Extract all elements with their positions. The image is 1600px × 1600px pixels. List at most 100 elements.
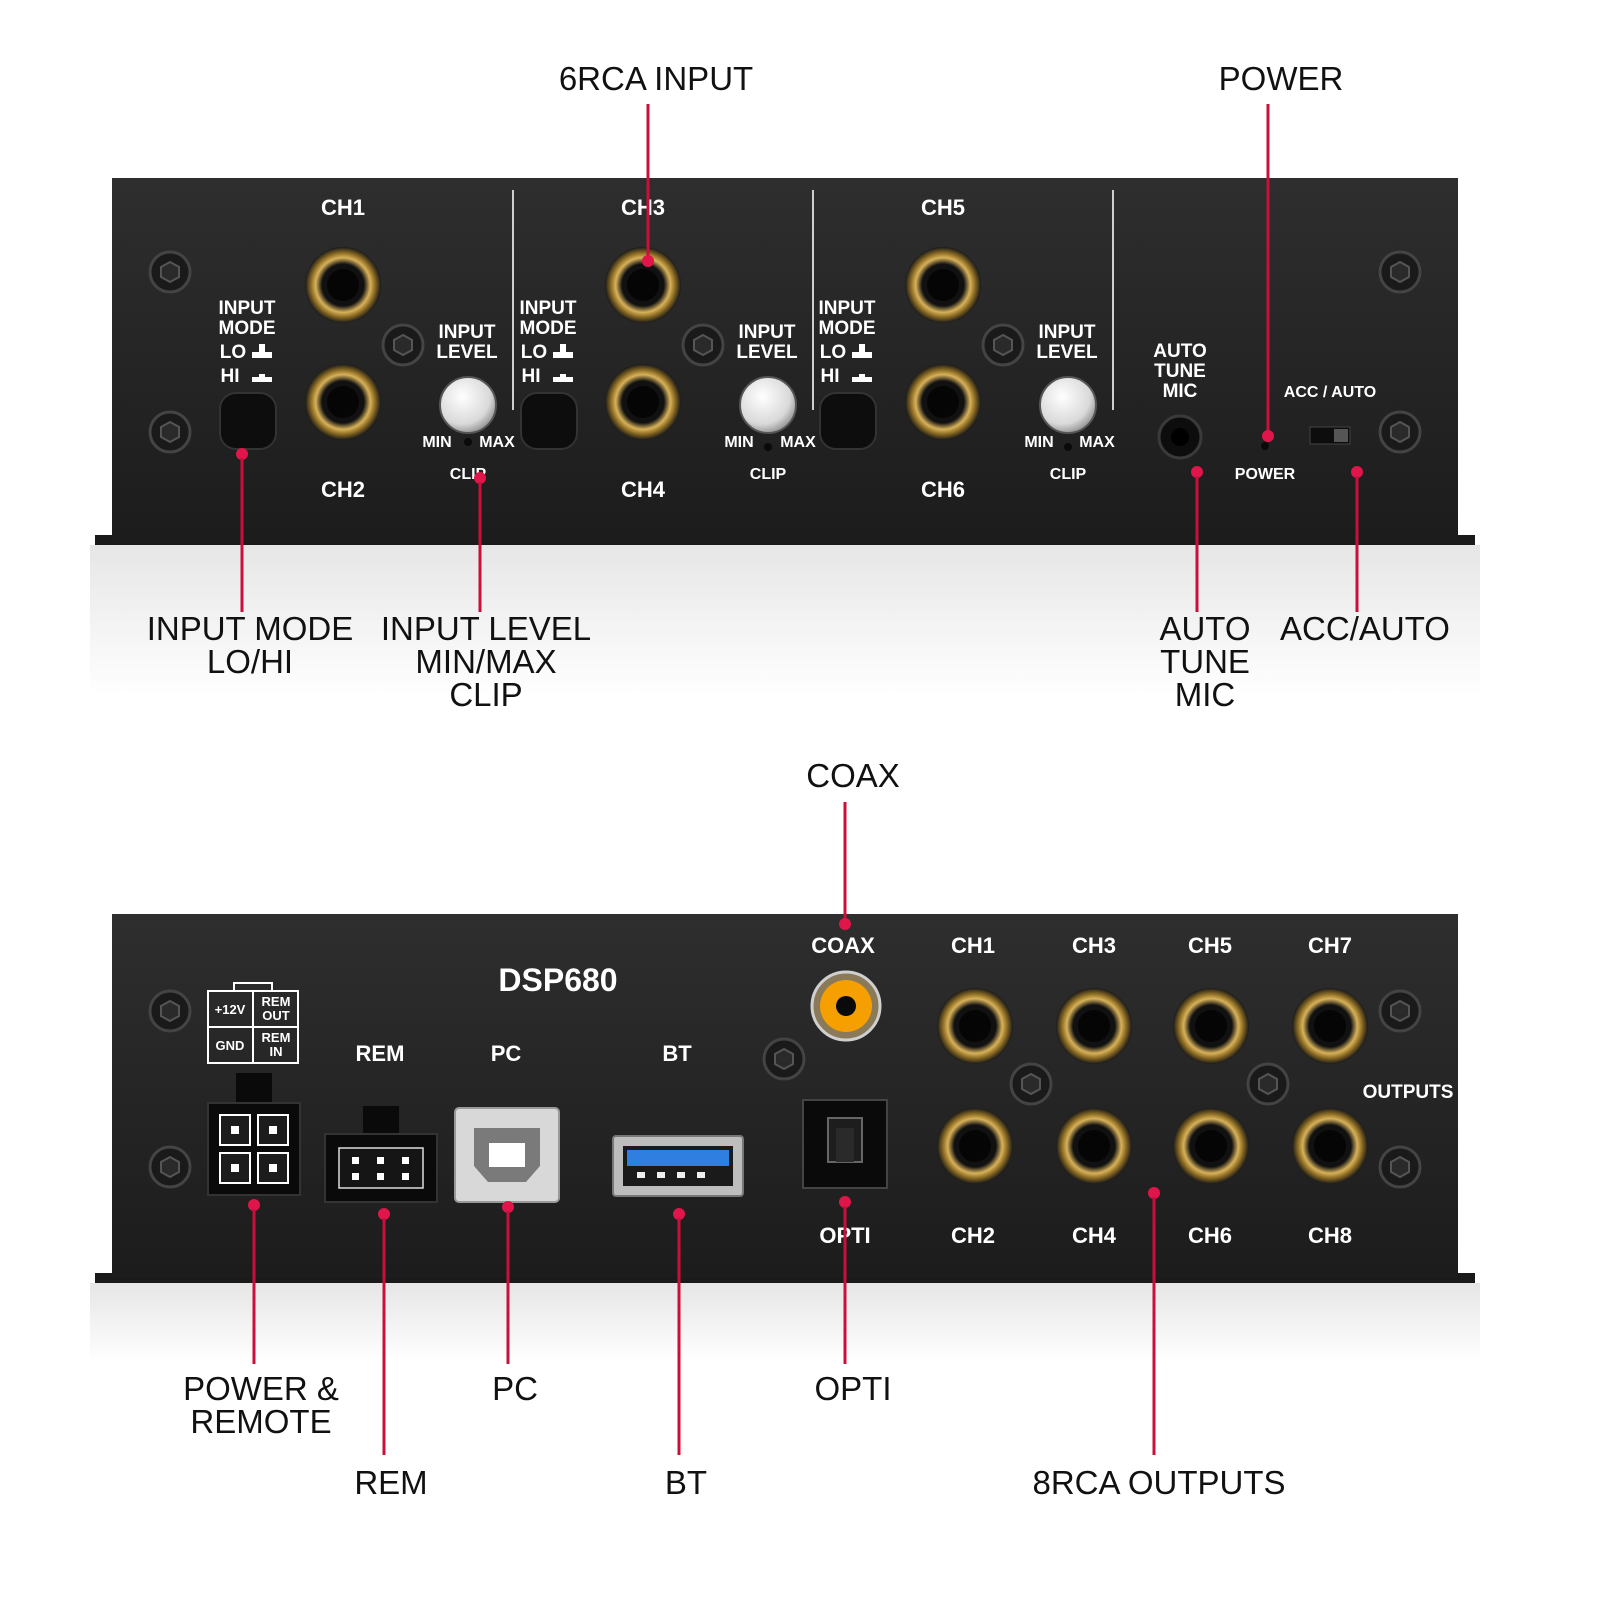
rca-output-ch1[interactable]: [937, 988, 1013, 1064]
rca-output-ch4[interactable]: [1056, 1108, 1132, 1184]
rca-input-ch1[interactable]: [305, 247, 381, 323]
marker-dot: [1148, 1187, 1160, 1199]
channel-label-ch4: CH4: [621, 477, 666, 502]
clip-led: [1064, 443, 1072, 451]
optical-input-port[interactable]: [802, 1099, 888, 1189]
input-mode-group-2: INPUT MODE LO HI: [520, 298, 578, 450]
min-label: MIN: [1024, 434, 1053, 451]
callout-power: POWER: [1219, 60, 1344, 97]
input-level-label: LEVEL: [436, 342, 498, 363]
screw-icon: [148, 410, 192, 454]
input-level-knob[interactable]: [439, 376, 497, 434]
callout-rem: REM: [354, 1464, 427, 1501]
callout-pc: PC: [492, 1370, 538, 1407]
rca-output-ch2[interactable]: [937, 1108, 1013, 1184]
lo-label: LO: [820, 342, 846, 363]
hi-label: HI: [221, 366, 240, 387]
marker-dot: [1191, 466, 1203, 478]
bt-usb-a-port[interactable]: [612, 1135, 744, 1197]
coax-input-jack[interactable]: [810, 970, 882, 1042]
callout-input-mode: INPUT MODE: [147, 610, 354, 647]
auto-tune-mic-jack[interactable]: [1157, 414, 1203, 460]
min-label: MIN: [422, 434, 451, 451]
callout-input-level: CLIP: [449, 676, 522, 713]
input-level-group-1: INPUT LEVEL MIN MAX CLIP: [422, 322, 515, 483]
rca-output-ch7[interactable]: [1292, 988, 1368, 1064]
auto-tune-label: MIC: [1163, 381, 1198, 402]
callout-coax: COAX: [806, 757, 900, 794]
acc-auto-switch[interactable]: [1309, 426, 1351, 445]
channel-label-ch6: CH6: [921, 477, 965, 502]
pin-gnd-label: GND: [216, 1038, 245, 1053]
input-mode-button[interactable]: [819, 392, 877, 450]
callout-power-remote: REMOTE: [190, 1403, 331, 1440]
pinout-diagram: +12V REM OUT GND REM IN: [207, 982, 299, 1064]
lo-label: LO: [521, 342, 547, 363]
rca-input-ch5[interactable]: [905, 247, 981, 323]
screw-icon: [681, 323, 725, 367]
hi-label: HI: [522, 366, 541, 387]
output-label-ch4: CH4: [1072, 1223, 1117, 1248]
pc-usb-b-port[interactable]: [454, 1107, 560, 1203]
input-mode-label: MODE: [219, 318, 276, 339]
pin-12v-label: +12V: [215, 1002, 246, 1017]
channel-label-ch2: CH2: [321, 477, 365, 502]
auto-tune-label: AUTO: [1153, 341, 1206, 362]
screw-icon: [148, 1145, 192, 1189]
callout-acc-auto: ACC/AUTO: [1280, 610, 1450, 647]
bt-label: BT: [662, 1041, 692, 1066]
output-label-ch3: CH3: [1072, 933, 1116, 958]
pin-rem-out-label: REM: [262, 994, 291, 1009]
top-panel-reflection: [90, 545, 1480, 695]
marker-dot: [642, 255, 654, 267]
clip-led: [464, 438, 472, 446]
screw-icon: [1378, 410, 1422, 454]
input-level-label: LEVEL: [736, 342, 798, 363]
rca-output-ch3[interactable]: [1056, 988, 1132, 1064]
clip-label: CLIP: [750, 466, 787, 483]
max-label: MAX: [1079, 434, 1115, 451]
bottom-panel-face: [112, 914, 1458, 1278]
input-mode-button[interactable]: [520, 392, 578, 450]
output-label-ch1: CH1: [951, 933, 995, 958]
input-mode-button[interactable]: [219, 392, 277, 450]
pin-rem-out-label: OUT: [262, 1008, 290, 1023]
rca-input-ch6[interactable]: [905, 364, 981, 440]
rca-output-ch8[interactable]: [1292, 1108, 1368, 1184]
input-mode-group-1: INPUT MODE LO HI: [219, 298, 277, 450]
callout-power-remote: POWER &: [183, 1370, 339, 1407]
hi-label: HI: [821, 366, 840, 387]
rca-input-ch4[interactable]: [605, 364, 681, 440]
output-label-ch7: CH7: [1308, 933, 1352, 958]
output-label-ch6: CH6: [1188, 1223, 1232, 1248]
input-level-label: INPUT: [739, 322, 796, 343]
screw-icon: [1378, 989, 1422, 1033]
power-remote-connector[interactable]: [207, 1073, 301, 1196]
rca-input-ch2[interactable]: [305, 364, 381, 440]
screw-icon: [1378, 250, 1422, 294]
marker-dot: [1262, 430, 1274, 442]
callout-auto-tune: AUTO: [1159, 610, 1250, 647]
marker-dot: [839, 1196, 851, 1208]
switch-up-icon: [252, 344, 272, 358]
input-mode-label: MODE: [520, 318, 577, 339]
input-mode-label: MODE: [819, 318, 876, 339]
rca-input-ch3[interactable]: [605, 247, 681, 323]
output-label-ch2: CH2: [951, 1223, 995, 1248]
callout-input-mode: LO/HI: [207, 643, 293, 680]
rem-connector[interactable]: [324, 1106, 438, 1203]
input-level-label: INPUT: [439, 322, 496, 343]
marker-dot: [474, 472, 486, 484]
input-mode-label: INPUT: [520, 298, 577, 319]
top-callouts: 6RCA INPUT POWER INPUT MODE LO/HI INPUT …: [147, 60, 1450, 713]
input-level-knob[interactable]: [1039, 376, 1097, 434]
rca-output-ch5[interactable]: [1173, 988, 1249, 1064]
model-name: DSP680: [498, 962, 617, 998]
rca-output-ch6[interactable]: [1173, 1108, 1249, 1184]
rem-label: REM: [356, 1041, 405, 1066]
max-label: MAX: [780, 434, 816, 451]
input-mode-label: INPUT: [219, 298, 276, 319]
input-mode-group-3: INPUT MODE LO HI: [819, 298, 877, 450]
input-level-knob[interactable]: [739, 376, 797, 434]
